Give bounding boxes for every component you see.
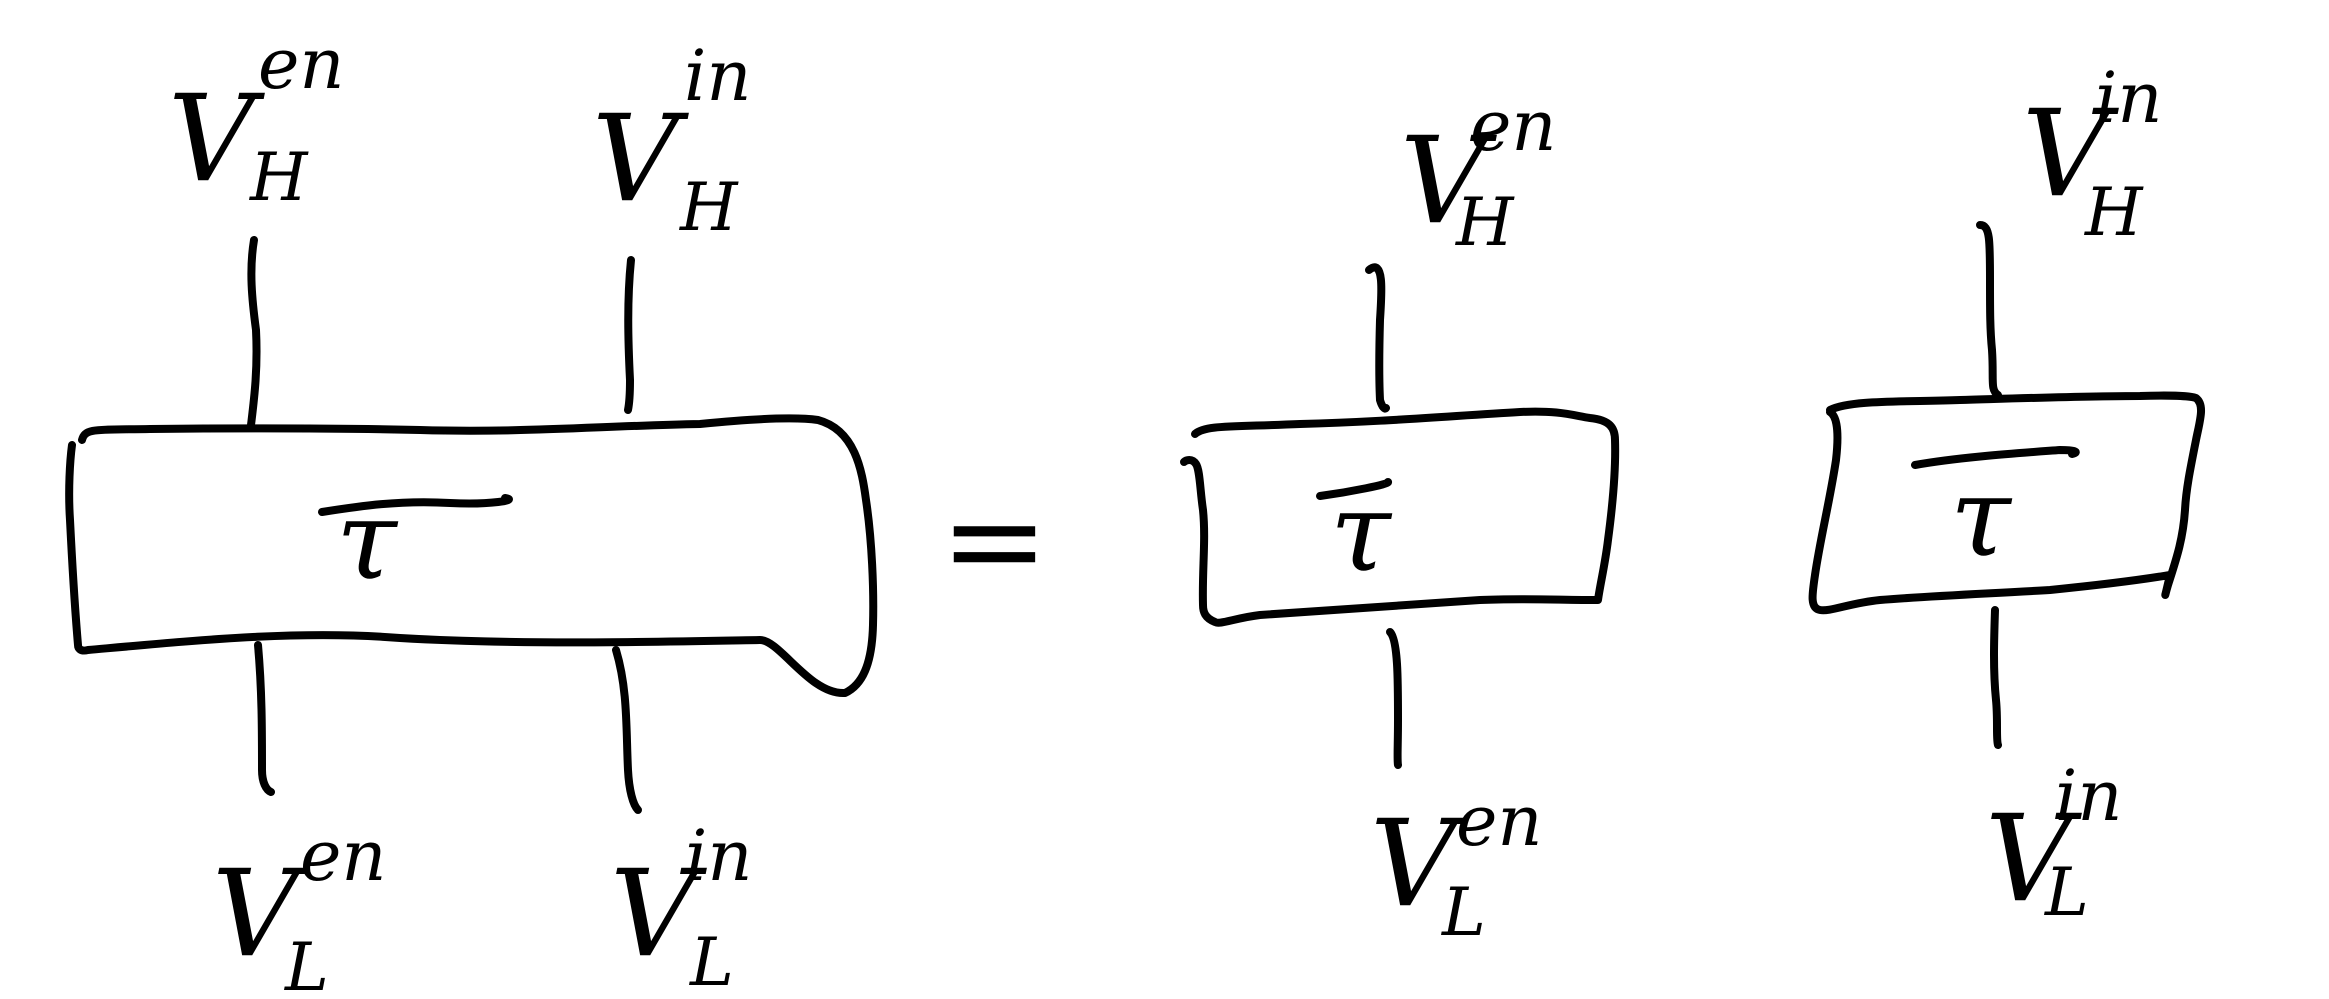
equals-sign: = [940,464,1049,616]
lhs-bottom-leg-2-label: V in L [610,815,752,999]
rhs-left-bottom-leg-label: V en L [1370,780,1543,951]
lhs-tau-bar [318,494,513,516]
rhs-right-tau-bar [1911,446,2080,469]
lhs-top-leg-1-base: V [168,70,265,209]
rhs-left-top-leg-base: V [1400,112,1497,251]
rhs-left-leg-top [1365,263,1390,413]
rhs-left-box [1180,407,1620,627]
rhs-left-top-leg-label: V en H [1400,85,1557,261]
rhs-right-tensor: τ V in H V in L [1808,57,2206,931]
rhs-left-top-leg-sup: en [1470,85,1557,167]
rhs-right-top-leg-label: V in H [2022,57,2162,251]
lhs-bottom-leg-1-sub: L [284,929,329,999]
rhs-left-tau-bar [1316,478,1393,500]
rhs-right-bottom-leg-sup: in [2055,755,2122,837]
rhs-left-top-leg-sub: H [1455,184,1515,261]
lhs-top-leg-2-base: V [592,90,689,229]
lhs-bottom-leg-1-sup: en [300,815,387,897]
lhs-top-leg-1-sup: en [258,23,345,105]
lhs-leg-top-2 [624,256,635,414]
lhs-top-leg-1-sub: H [249,139,309,216]
rhs-right-box [1808,391,2206,615]
rhs-right-leg-bottom [1990,606,2002,749]
lhs-top-leg-2-label: V in H [592,35,751,246]
rhs-left-bottom-leg-sub: L [1441,874,1486,951]
rhs-left-box-label: τ [1330,468,1393,596]
rhs-left-bottom-leg-sup: en [1456,780,1543,862]
rhs-right-leg-top [1976,221,2002,399]
rhs-left-bottom-leg-base: V [1370,795,1467,934]
lhs-top-leg-2-sup: in [684,35,751,117]
rhs-right-top-leg-base: V [2022,85,2119,224]
lhs-bottom-leg-1-label: V en L [212,815,387,999]
rhs-right-bottom-leg-label: V in L [1985,755,2122,931]
rhs-left-tensor: τ V en H V en L [1180,85,1620,951]
lhs-bottom-leg-2-sub: L [689,924,734,999]
lhs-leg-bottom-2 [612,646,642,814]
rhs-right-box-label: τ [1950,453,2013,581]
lhs-tensor: τ V en H V in H V en L V in L [65,23,878,999]
lhs-leg-top-1 [247,236,261,429]
rhs-right-top-leg-sub: H [2084,174,2144,251]
lhs-bottom-leg-2-base: V [610,845,707,984]
lhs-box [65,414,878,697]
lhs-box-label: τ [336,476,399,604]
lhs-bottom-leg-2-sup: in [685,815,752,897]
lhs-leg-bottom-1 [254,641,275,796]
rhs-left-leg-bottom [1386,628,1402,769]
rhs-right-top-leg-sup: in [2095,57,2162,139]
lhs-top-leg-2-sub: H [679,169,739,246]
rhs-right-bottom-leg-base: V [1985,790,2082,929]
rhs-right-bottom-leg-sub: L [2044,854,2089,931]
lhs-top-leg-1-label: V en H [168,23,345,216]
lhs-bottom-leg-1-base: V [212,845,309,984]
